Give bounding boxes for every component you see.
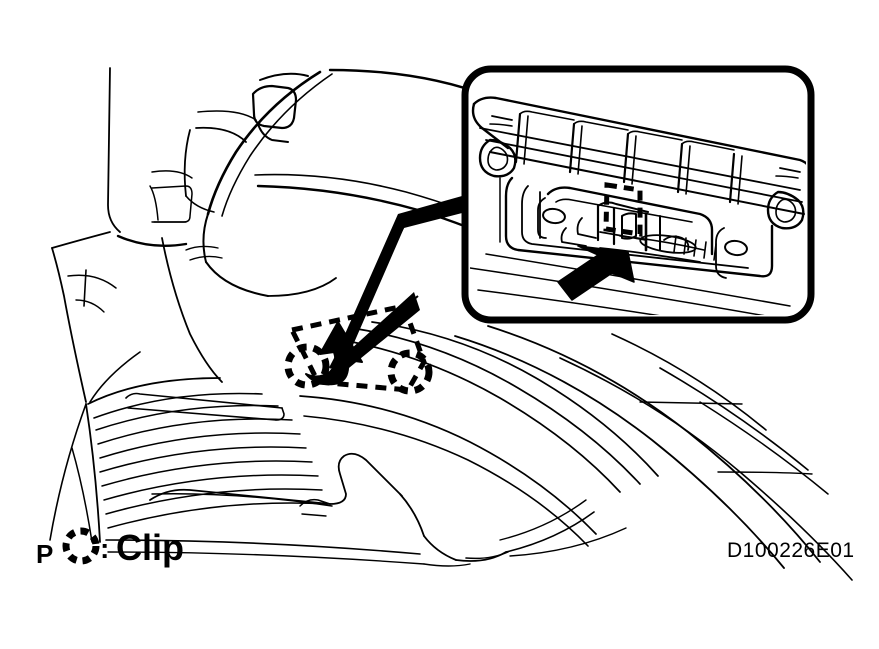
detail-view-box	[461, 65, 815, 324]
part-code: D100226E01	[727, 539, 855, 562]
removal-direction-arrow	[557, 245, 635, 301]
legend-separator: :	[100, 533, 109, 564]
upper-trim-detail	[149, 72, 309, 223]
dashed-circle-symbol	[62, 527, 100, 565]
vehicle-interior-view	[49, 67, 853, 581]
lift-direction-arrow	[305, 321, 363, 386]
clip-highlight-box	[603, 182, 643, 237]
scuff-plate-ribs	[49, 351, 329, 543]
clip-marker-right	[387, 349, 433, 395]
b-pillar-trim	[51, 67, 188, 403]
clip-markers	[284, 343, 433, 395]
lower-body-detail	[105, 452, 627, 567]
rear-quarter-panel	[299, 321, 853, 581]
legend: P : Clip	[36, 527, 184, 569]
legend-prefix-letter: P	[36, 539, 53, 569]
clip-marker-left	[284, 343, 330, 389]
clip-region-outline	[288, 303, 427, 393]
legend-label-text: Clip	[116, 527, 184, 568]
center-console	[161, 237, 223, 383]
